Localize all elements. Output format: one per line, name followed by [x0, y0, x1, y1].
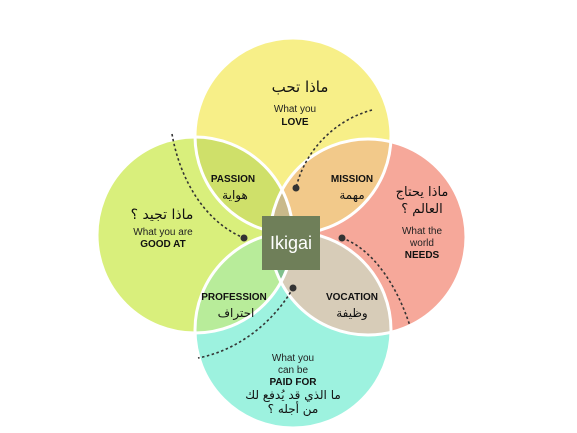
- dot-top: [292, 184, 300, 192]
- mission-arabic: مهمة: [339, 188, 364, 202]
- dashed-separators: [171, 109, 411, 359]
- good-at-line2: GOOD AT: [140, 239, 186, 250]
- needs-arabic-line1: ماذا يحتاج: [396, 185, 449, 200]
- vocation-arabic: وظيفة: [336, 306, 367, 321]
- mission-label: MISSION: [331, 174, 373, 185]
- paid-for-line2: can be: [278, 365, 308, 376]
- love-line2: LOVE: [281, 117, 309, 128]
- paid-for-line3: PAID FOR: [269, 377, 317, 388]
- paid-for-arabic-line1: ما الذي قد يُدفع لك: [245, 388, 341, 402]
- passion-label: PASSION: [211, 174, 255, 185]
- ikigai-center-box: [262, 216, 320, 270]
- dashed-line-bottom-right: [341, 237, 411, 327]
- dot-left: [240, 234, 248, 242]
- profession-overlap: [195, 232, 293, 333]
- needs-line2: world: [409, 238, 434, 249]
- good-at-arabic: ماذا تجيد ؟: [131, 207, 194, 223]
- needs-line3: NEEDS: [405, 250, 440, 261]
- dot-bottom: [289, 284, 297, 292]
- passion-overlap: [195, 137, 293, 234]
- dot-right: [338, 234, 346, 242]
- good-at-line1: What you are: [133, 227, 193, 238]
- passion-arabic: هواية: [222, 188, 248, 203]
- profession-label: PROFESSION: [201, 292, 267, 303]
- needs-line1: What the: [402, 226, 442, 237]
- profession-arabic: احتراف: [218, 306, 255, 321]
- dashed-line-top-left: [171, 133, 245, 239]
- paid-for-line1: What you: [272, 353, 314, 364]
- needs-arabic-line2: العالم ؟: [401, 202, 442, 217]
- vocation-label: VOCATION: [326, 292, 378, 303]
- dashed-line-endpoints: [240, 184, 346, 292]
- paid-for-arabic-line2: من أجله ؟: [268, 401, 319, 417]
- love-arabic: ماذا تحب: [272, 78, 329, 96]
- dashed-line-top-right: [295, 109, 373, 189]
- mission-overlap: [270, 139, 391, 234]
- ikigai-label: Ikigai: [270, 233, 312, 253]
- dashed-line-bottom-left: [197, 287, 294, 359]
- love-line1: What you: [274, 104, 316, 115]
